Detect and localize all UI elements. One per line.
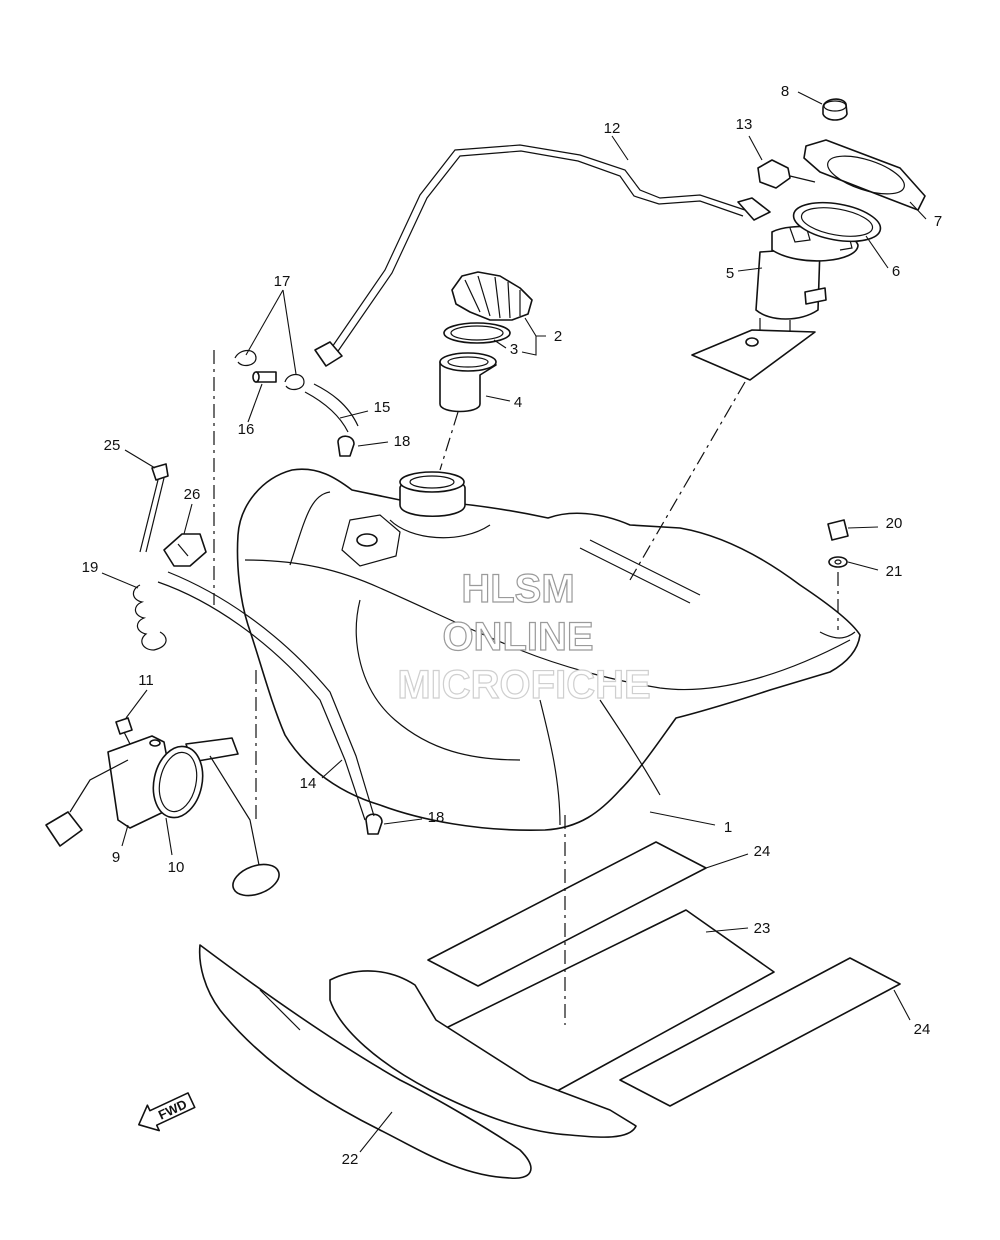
pipe-connector bbox=[757, 159, 816, 189]
union-bolt bbox=[827, 519, 849, 541]
hose-clip bbox=[234, 349, 305, 391]
callout-11: 11 bbox=[138, 672, 154, 689]
breather-hose bbox=[304, 383, 359, 433]
callout-15: 15 bbox=[374, 399, 391, 416]
alignment-line bbox=[439, 411, 459, 471]
callout-16: 16 bbox=[238, 421, 255, 438]
sender-gasket bbox=[152, 745, 204, 819]
coiled-cord bbox=[132, 584, 167, 651]
callout-18-upper: 18 bbox=[394, 433, 411, 450]
callout-26: 26 bbox=[184, 486, 201, 503]
cap-nut bbox=[822, 98, 848, 121]
alignment-line bbox=[629, 381, 746, 581]
callout-18-lower: 18 bbox=[428, 809, 445, 826]
callout-7: 7 bbox=[934, 213, 942, 230]
watermark-line-1: HLSM bbox=[461, 567, 574, 611]
callout-19: 19 bbox=[82, 559, 99, 576]
arrow-left-icon bbox=[138, 1092, 196, 1132]
callout-5: 5 bbox=[726, 265, 734, 282]
callout-21: 21 bbox=[886, 563, 903, 580]
callout-24-upper: 24 bbox=[754, 843, 771, 860]
cord-holder bbox=[163, 533, 207, 567]
callout-20: 20 bbox=[886, 515, 903, 532]
leader-lines bbox=[101, 91, 927, 1153]
callout-8: 8 bbox=[781, 83, 789, 100]
sender-screw bbox=[115, 717, 133, 745]
callout-12: 12 bbox=[604, 120, 621, 137]
callout-1: 1 bbox=[724, 819, 732, 836]
cable-tie bbox=[139, 463, 169, 553]
callout-10: 10 bbox=[168, 859, 185, 876]
watermark-line-2: ONLINE bbox=[442, 615, 593, 659]
callout-17: 17 bbox=[274, 273, 291, 290]
callout-4: 4 bbox=[514, 394, 522, 411]
hose-clamp bbox=[337, 435, 383, 835]
callout-14: 14 bbox=[300, 775, 317, 792]
callout-2: 2 bbox=[554, 328, 562, 345]
fuel-sender-unit bbox=[45, 735, 280, 897]
filler-cap bbox=[451, 271, 533, 321]
callout-25: 25 bbox=[104, 437, 121, 454]
pipe-joint bbox=[252, 371, 277, 383]
callout-3: 3 bbox=[510, 341, 518, 358]
callout-24-lower: 24 bbox=[914, 1021, 931, 1038]
pump-plate bbox=[803, 139, 926, 211]
callout-labels: 1 2 3 4 5 6 7 8 9 10 11 12 13 14 15 16 1… bbox=[82, 83, 943, 1168]
fwd-marker: FWD bbox=[138, 1092, 196, 1132]
callout-13: 13 bbox=[736, 116, 753, 133]
callout-22: 22 bbox=[342, 1151, 359, 1168]
filler-strainer bbox=[439, 352, 497, 413]
drain-hose bbox=[157, 571, 375, 821]
cap-gasket bbox=[443, 322, 511, 344]
fuel-pump-assembly bbox=[691, 225, 859, 381]
breather-pipe bbox=[314, 144, 771, 367]
callout-6: 6 bbox=[892, 263, 900, 280]
callout-23: 23 bbox=[754, 920, 771, 937]
tank-cover bbox=[198, 944, 637, 1179]
fuel-tank bbox=[236, 468, 861, 832]
callout-9: 9 bbox=[112, 849, 120, 866]
pump-gasket bbox=[792, 201, 882, 243]
bolt-gasket bbox=[828, 556, 848, 568]
watermark-line-3: MICROFICHE bbox=[397, 663, 650, 707]
